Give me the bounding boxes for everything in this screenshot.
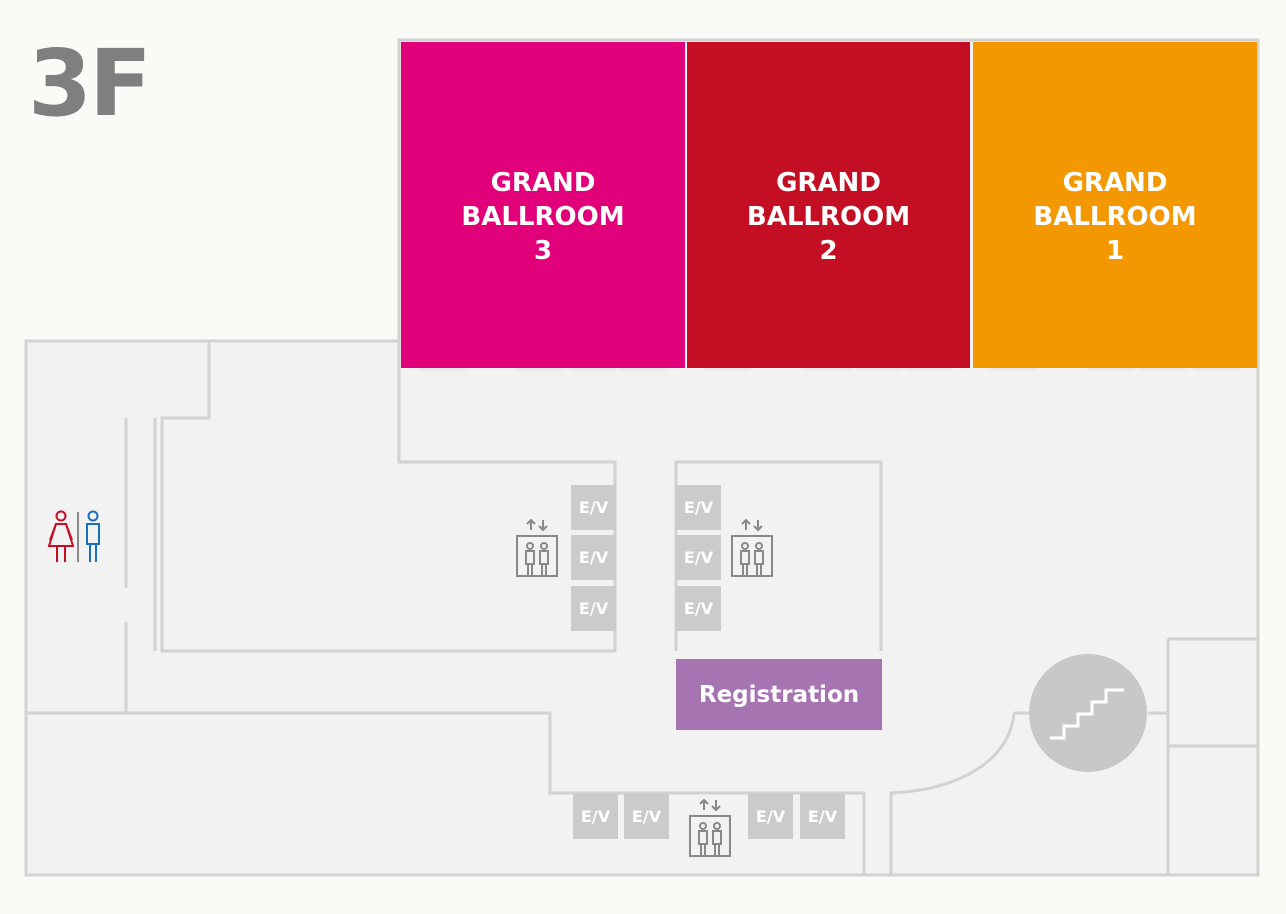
restroom-icon xyxy=(47,510,100,562)
elevator-box[interactable]: E/V xyxy=(624,794,669,839)
elevator-icon xyxy=(731,518,773,577)
elevator-label: E/V xyxy=(755,807,786,826)
elevator-label: E/V xyxy=(683,498,714,517)
elevator-icon xyxy=(689,798,731,857)
elevator-label: E/V xyxy=(631,807,662,826)
elevator-label: E/V xyxy=(578,548,609,567)
grand-ballroom-3[interactable]: GRAND BALLROOM 3 xyxy=(401,42,685,368)
ballroom-3-line3: 3 xyxy=(533,236,553,266)
elevator-label: E/V xyxy=(580,807,611,826)
elevator-icon xyxy=(516,518,558,577)
elevator-box[interactable]: E/V xyxy=(571,485,616,530)
elevator-label: E/V xyxy=(807,807,838,826)
ballroom-3-line1: GRAND xyxy=(490,168,596,198)
grand-ballroom-1[interactable]: GRAND BALLROOM 1 xyxy=(973,42,1257,368)
ballroom-2-line1: GRAND xyxy=(776,168,881,198)
elevator-box[interactable]: E/V xyxy=(571,535,616,580)
ballroom-1-line2: BALLROOM xyxy=(1033,202,1197,232)
elevator-box[interactable]: E/V xyxy=(676,485,721,530)
elevator-label: E/V xyxy=(683,548,714,567)
interior-walls xyxy=(26,341,1258,875)
elevator-label: E/V xyxy=(683,599,714,618)
elevator-label: E/V xyxy=(578,498,609,517)
elevator-label: E/V xyxy=(578,599,609,618)
floor-label: 3F xyxy=(28,30,152,137)
elevator-box[interactable]: E/V xyxy=(571,586,616,631)
ballroom-1-line3: 1 xyxy=(1105,236,1125,266)
elevator-box[interactable]: E/V xyxy=(573,794,618,839)
ballroom-1-line1: GRAND xyxy=(1062,168,1168,198)
elevator-box[interactable]: E/V xyxy=(800,794,845,839)
ballroom-2-line2: BALLROOM xyxy=(746,202,911,232)
grand-ballroom-2[interactable]: GRAND BALLROOM 2 xyxy=(687,42,970,368)
ballroom-3-line2: BALLROOM xyxy=(461,202,625,232)
registration-label: Registration xyxy=(698,681,860,708)
ballroom-2-line3: 2 xyxy=(819,236,838,266)
elevator-box[interactable]: E/V xyxy=(748,794,793,839)
stairs-icon[interactable] xyxy=(1029,654,1147,772)
elevator-box[interactable]: E/V xyxy=(676,535,721,580)
registration-desk[interactable]: Registration xyxy=(676,659,882,730)
elevator-box[interactable]: E/V xyxy=(676,586,721,631)
